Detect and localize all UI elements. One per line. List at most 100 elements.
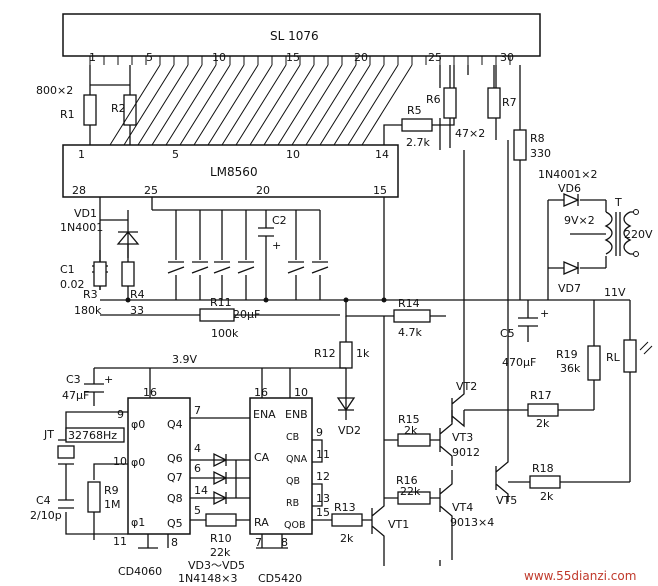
sl1076-pin-25: 25	[428, 51, 442, 64]
cd5420-qb: QB	[286, 476, 300, 487]
vt4-transistor	[439, 470, 453, 560]
cd4060-label: CD4060	[118, 565, 162, 578]
r6r7-value: 47×2	[455, 127, 485, 140]
primary-label: 220V	[624, 228, 653, 241]
vd2-label: VD2	[338, 424, 361, 437]
vd7-diode	[563, 261, 580, 275]
vt3-label: VT3	[452, 431, 473, 444]
r11-label: R11	[210, 296, 232, 309]
r1-resistor	[83, 94, 97, 126]
vt4-label: VT4	[452, 501, 473, 514]
r14-value: 4.7k	[398, 326, 422, 339]
r10-resistor	[205, 513, 237, 527]
r13-resistor	[331, 513, 363, 527]
cd4060-q6: Q6	[167, 452, 183, 465]
push-buttons	[167, 210, 329, 300]
r4-value: 33	[130, 304, 144, 317]
r10-value: 22k	[210, 546, 231, 559]
r16-resistor	[397, 491, 431, 505]
supply-11v-label: 11V	[604, 286, 626, 299]
r12-vd2-wiring	[338, 316, 354, 420]
mains-terminal	[633, 209, 639, 215]
r19-rl-wiring	[593, 300, 631, 482]
cd4060-phi0-a: φ0	[131, 418, 145, 431]
cd5420-pin-16: 16	[254, 386, 268, 399]
vd67-type: 1N4001×2	[538, 168, 597, 181]
junction-dot	[381, 297, 387, 303]
r12-resistor	[339, 341, 353, 369]
r5-label: R5	[407, 104, 422, 117]
cd5420-pin-7: 7	[255, 536, 262, 549]
sl1076-label: SL 1076	[270, 29, 319, 43]
r1r2-value: 800×2	[36, 84, 73, 97]
vd3-5-label: VD3～VD5	[188, 559, 245, 572]
r9-label: R9	[104, 484, 119, 497]
cd4060-ground	[138, 534, 158, 549]
r19-value: 36k	[560, 362, 581, 375]
cd5420-label: CD5420	[258, 572, 302, 585]
vd6-diode	[563, 193, 580, 207]
vd1-label: VD1	[74, 207, 97, 220]
r17-label: R17	[530, 389, 552, 402]
cd5420-loops	[312, 439, 323, 507]
c3-capacitor	[84, 368, 104, 406]
cd4060-q5: Q5	[167, 517, 183, 530]
cd4060-pin-5: 5	[194, 504, 201, 517]
c2-capacitor	[258, 210, 274, 300]
jt-value-box	[65, 427, 125, 443]
vt5-label: VT5	[496, 494, 517, 507]
lm8560-pin-20: 20	[256, 184, 270, 197]
cd4060-phi1: φ1	[131, 516, 145, 529]
c3-value: 47μF	[62, 389, 89, 402]
lm8560-pin-1: 1	[78, 148, 85, 161]
junction-dot	[263, 297, 269, 303]
cd4060-pin-6: 6	[194, 462, 201, 475]
r3-label: R3	[83, 288, 98, 301]
r8-label: R8	[530, 132, 545, 145]
r17-resistor	[527, 403, 559, 417]
c5-value: 470μF	[502, 356, 536, 369]
r15-label: R15	[398, 413, 420, 426]
segment-bus-lines	[109, 64, 413, 146]
cd4060-pin-9: 9	[117, 408, 124, 421]
transformer-t	[604, 211, 634, 256]
crystal-wiring	[58, 411, 128, 488]
vt4-type: 9013×4	[450, 516, 494, 529]
lm8560-pin-5: 5	[172, 148, 179, 161]
c5-capacitor	[518, 300, 538, 342]
jt-value: 32768Hz	[68, 429, 117, 442]
c2-plus: +	[272, 239, 281, 252]
cd5420-pin-11: 11	[316, 448, 330, 461]
r6-r7-wiring	[439, 65, 497, 150]
cd4060-pin-10: 10	[113, 455, 127, 468]
cd5420-qob: QOB	[284, 520, 305, 531]
cd4060-chip	[127, 397, 191, 535]
cd5420-qna: QNA	[286, 454, 308, 465]
c2-label: C2	[272, 214, 287, 227]
r7-resistor	[487, 87, 501, 119]
cd4060-pin-16: 16	[143, 386, 157, 399]
vd2-diode	[336, 397, 356, 412]
rectifier-wiring	[547, 199, 607, 300]
c3-label: C3	[66, 373, 81, 386]
crystal-jt	[57, 445, 75, 459]
sl1076-pin-1: 1	[89, 51, 96, 64]
lm8560-pin-28: 28	[72, 184, 86, 197]
cd4060-pin-14: 14	[194, 484, 208, 497]
lm8560-label: LM8560	[210, 165, 258, 179]
r2-label: R2	[111, 102, 126, 115]
vd7-label: VD7	[558, 282, 581, 295]
cd5420-pin-8: 8	[281, 536, 288, 549]
r17-value: 2k	[536, 417, 550, 430]
cd4060-q8: Q8	[167, 492, 183, 505]
r14-resistor	[393, 309, 431, 323]
cd5420-ena: ENA	[253, 408, 276, 421]
sl1076-pin-ticks	[89, 56, 511, 65]
c4-value: 2/10p	[30, 509, 62, 522]
r11-value: 100k	[211, 327, 239, 340]
r11-resistor	[199, 308, 235, 322]
cd5420-enb: ENB	[285, 408, 308, 421]
cd4060-pin-7: 7	[194, 404, 201, 417]
r3-value: 180k	[74, 304, 102, 317]
cd4060-supply-wires	[149, 368, 169, 548]
